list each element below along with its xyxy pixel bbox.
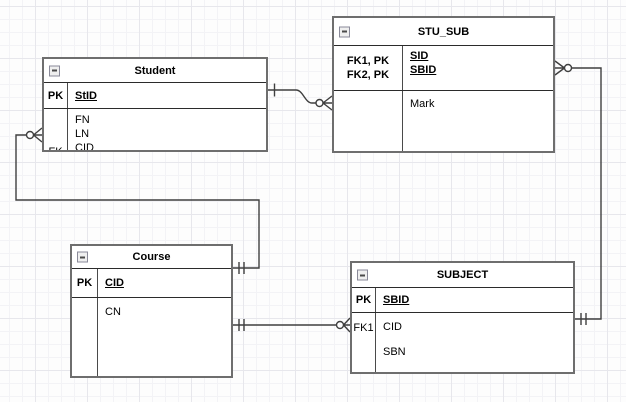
entity-title: STU_SUB	[417, 25, 470, 38]
pk-field: SBID	[410, 64, 437, 76]
pk-field: SBID	[383, 294, 410, 306]
collapse-minus-icon[interactable]	[49, 65, 60, 76]
key-cell: FK	[44, 109, 68, 152]
minus-glyph	[52, 69, 57, 72]
collapse-minus-icon[interactable]	[339, 26, 350, 37]
pk-field: StID	[75, 89, 97, 102]
key-cell: PK	[72, 269, 98, 297]
field-cell: CID SBN	[376, 313, 573, 372]
fk-label: FK1	[353, 322, 374, 334]
key-cell	[334, 91, 403, 151]
pk-label: PK	[76, 277, 93, 289]
key-label: FK2, PK	[346, 69, 390, 81]
pk-row: FK1, PK FK2, PK SID SBID	[334, 46, 553, 91]
entity-subject[interactable]: SUBJECT PK SBID FK1 CID SBN	[350, 261, 575, 374]
key-label: FK1, PK	[346, 55, 390, 67]
connector-course-student[interactable]	[15, 127, 260, 274]
field-cell: CN	[98, 298, 231, 376]
pk-row: PK StID	[44, 83, 266, 109]
pk-field: CID	[105, 277, 124, 289]
entity-stu-sub[interactable]: STU_SUB FK1, PK FK2, PK SID SBID Mark	[332, 16, 555, 153]
minus-glyph	[342, 30, 347, 33]
entity-course[interactable]: Course PK CID CN	[70, 244, 233, 378]
field: Mark	[410, 98, 435, 110]
attributes-row: CN	[72, 298, 231, 376]
field: CN	[105, 306, 121, 318]
connector-course-subject[interactable]	[233, 317, 351, 333]
entity-student-header[interactable]: Student	[44, 59, 266, 83]
pk-label: PK	[355, 294, 372, 306]
entity-course-header[interactable]: Course	[72, 246, 231, 269]
collapse-minus-icon[interactable]	[77, 251, 88, 263]
entity-student[interactable]: Student PK StID FK FN LN CID	[42, 57, 268, 152]
pk-label: PK	[47, 89, 64, 102]
key-cell: FK1, PK FK2, PK	[334, 46, 403, 90]
pk-row: PK SBID	[352, 288, 573, 313]
entity-title: SUBJECT	[436, 269, 489, 281]
attributes-row: FK FN LN CID	[44, 109, 266, 152]
key-cell: PK	[352, 288, 376, 312]
key-cell: FK1	[352, 313, 376, 372]
field: SBN	[383, 346, 406, 358]
field-cell: FN LN CID	[68, 109, 266, 152]
minus-glyph	[360, 274, 365, 276]
field-cell: SBID	[376, 288, 573, 312]
field: CID	[75, 142, 94, 152]
attributes-row: FK1 CID SBN	[352, 313, 573, 372]
key-cell: PK	[44, 83, 68, 108]
connector-student-stusub[interactable]	[268, 83, 333, 111]
collapse-minus-icon[interactable]	[357, 269, 368, 281]
key-cell	[72, 298, 98, 376]
fk-label: FK	[48, 146, 63, 152]
field: CID	[383, 321, 402, 333]
field-cell: Mark	[403, 91, 553, 151]
entity-stu-sub-header[interactable]: STU_SUB	[334, 18, 553, 46]
field: FN	[75, 114, 90, 126]
field-cell: SID SBID	[403, 46, 553, 90]
connector-subject-stusub[interactable]	[554, 60, 602, 325]
minus-glyph	[80, 256, 85, 258]
entity-title: Course	[132, 251, 171, 263]
attributes-row: Mark	[334, 91, 553, 151]
field-cell: CID	[98, 269, 231, 297]
field-cell: StID	[68, 83, 266, 108]
pk-field: SID	[410, 50, 429, 62]
entity-subject-header[interactable]: SUBJECT	[352, 263, 573, 288]
field: LN	[75, 128, 90, 140]
entity-title: Student	[134, 64, 176, 77]
pk-row: PK CID	[72, 269, 231, 298]
